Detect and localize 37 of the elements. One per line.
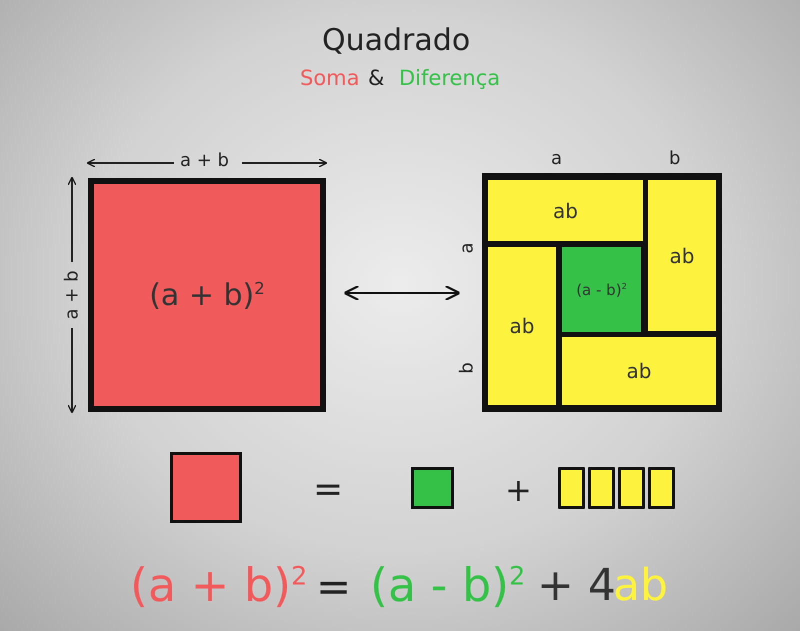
square-tile	[170, 452, 242, 523]
equals-sign: =	[313, 472, 344, 508]
equals-sign: =	[316, 566, 352, 608]
area-formula: ab	[670, 244, 694, 268]
square-area	[562, 247, 641, 332]
rectangle-area	[488, 180, 643, 241]
dimension-label: a + b	[63, 270, 81, 320]
dimension-label: a	[458, 242, 476, 254]
equation-term: (a - b)$^{2}$	[370, 562, 526, 608]
subtitle-word: Soma	[300, 68, 360, 89]
subtitle-word: &	[368, 68, 384, 89]
rectangle-area	[562, 337, 716, 405]
dimension-label: a + b	[180, 152, 229, 170]
dimension-label: b	[458, 362, 476, 374]
square-area	[88, 178, 326, 412]
dimension-label: b	[669, 150, 680, 168]
plus-sign: +	[505, 474, 532, 506]
equation-term: ab	[613, 564, 668, 608]
rectangle-tile	[558, 467, 585, 509]
area-formula: ab	[626, 359, 652, 383]
area-formula: ab	[510, 314, 534, 338]
rectangle-area	[648, 180, 716, 331]
subtitle-word: Diferença	[399, 68, 500, 89]
title: Quadrado	[322, 26, 470, 56]
rectangle-tile	[588, 467, 615, 509]
equation-term: (a + b)$^{2}$	[130, 562, 308, 608]
double-arrow	[343, 284, 461, 302]
area-formula: (a - b)$^{2}$	[576, 280, 627, 298]
composite-square	[482, 173, 722, 412]
dimension-label: a	[551, 150, 562, 168]
rectangle-area	[488, 247, 556, 405]
rectangle-tile	[648, 467, 675, 509]
area-formula: (a + b)$^{2}$	[149, 278, 265, 312]
area-formula: ab	[553, 198, 578, 222]
square-tile	[411, 467, 454, 509]
rectangle-tile	[618, 467, 645, 509]
equation-term: + 4	[537, 564, 616, 608]
